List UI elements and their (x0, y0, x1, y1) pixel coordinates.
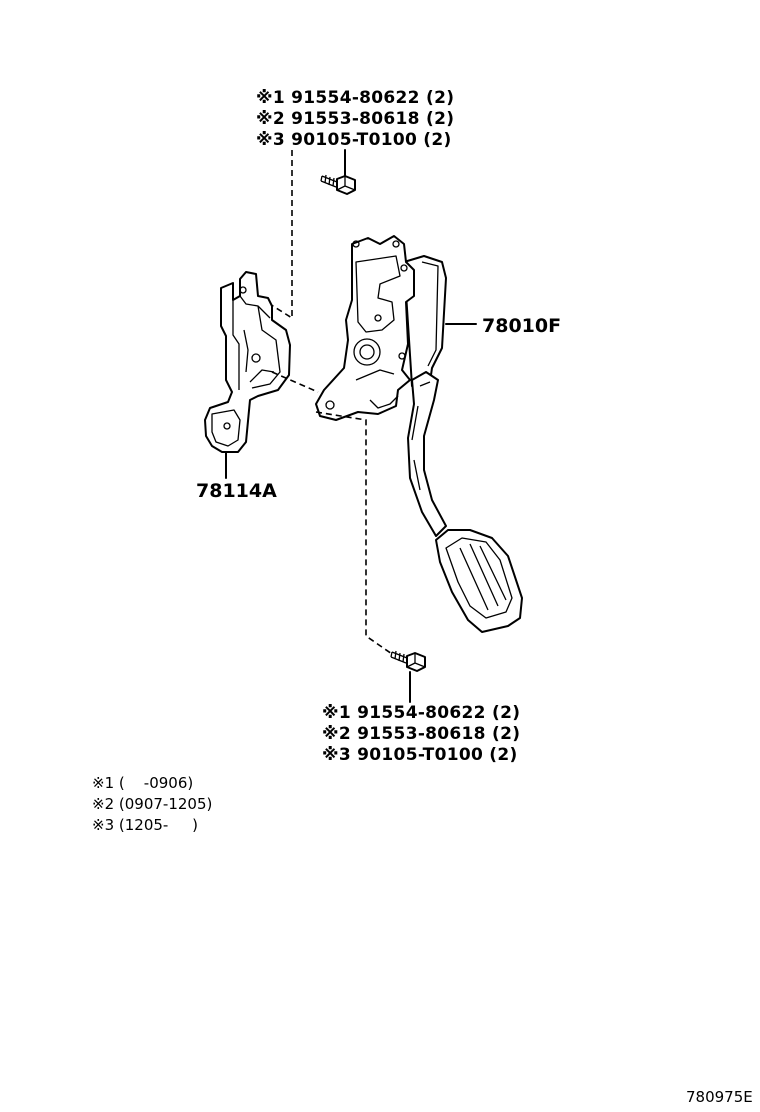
diagram-reference-code: 780975E (686, 1088, 753, 1106)
footnotes: ※1 ( -0906) ※2 (0907-1205) ※3 (1205- ) (92, 774, 212, 834)
top-fastener-line-3: ※3 90105-T0100 (2) (256, 130, 452, 150)
footnote-3: ※3 (1205- ) (92, 816, 198, 834)
bottom-fastener-line-1: ※1 91554-80622 (2) (322, 703, 520, 723)
bottom-fastener-line-2: ※2 91553-80618 (2) (322, 724, 520, 744)
top-fastener-line-1: ※1 91554-80622 (2) (256, 88, 454, 108)
bracket-78114A-drawing[interactable] (204, 271, 291, 453)
bottom-fastener-line-3: ※3 90105-T0100 (2) (322, 745, 518, 765)
bottom-fastener-callout[interactable]: ※1 91554-80622 (2) ※2 91553-80618 (2) ※3… (322, 703, 520, 765)
footnote-2: ※2 (0907-1205) (92, 795, 212, 813)
bottom-bolt-icon[interactable] (390, 650, 426, 672)
footnote-1: ※1 ( -0906) (92, 774, 193, 792)
top-fastener-line-2: ※2 91553-80618 (2) (256, 109, 454, 129)
pedal-assembly-78010F-drawing[interactable] (315, 235, 523, 633)
top-bolt-icon[interactable] (320, 174, 356, 195)
bracket-part-number[interactable]: 78114A (196, 480, 277, 502)
pedal-assembly-part-number[interactable]: 78010F (482, 315, 561, 337)
bracket-pedal-dashed-guide (271, 371, 319, 393)
bottom-bolt-dashed-guide (315, 411, 393, 655)
top-fastener-callout[interactable]: ※1 91554-80622 (2) ※2 91553-80618 (2) ※3… (256, 88, 454, 150)
top-bolt-dashed-guide (256, 150, 293, 320)
